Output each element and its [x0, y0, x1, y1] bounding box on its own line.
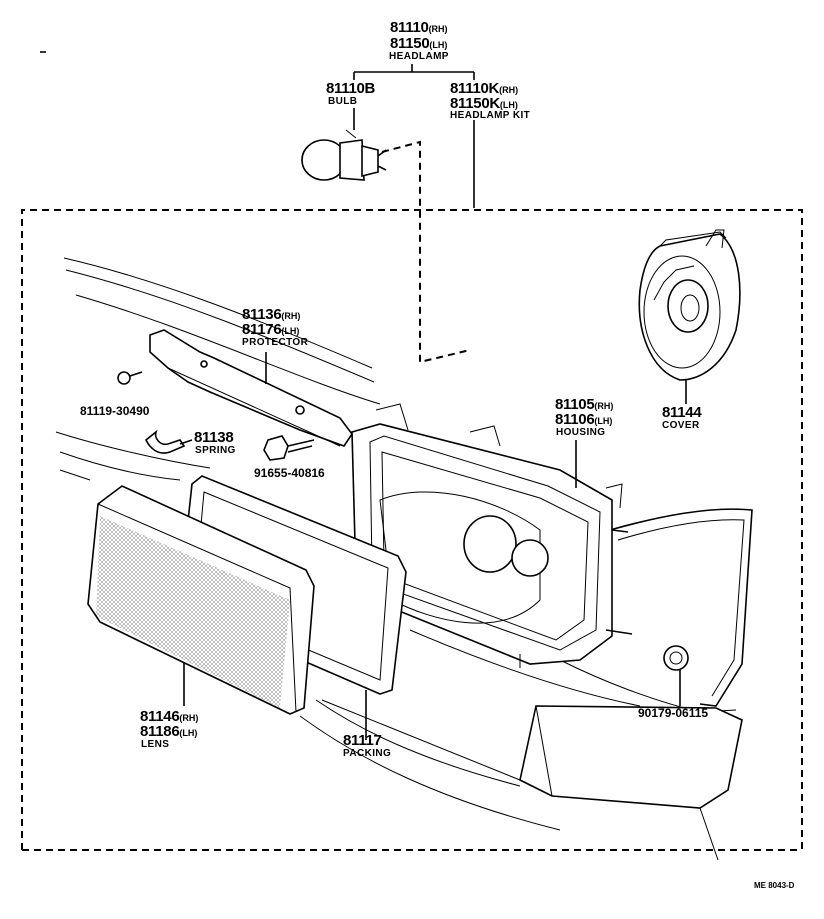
spring-drawing — [144, 429, 193, 454]
bolt-number: 91655-40816 — [254, 466, 325, 480]
packing-name: PACKING — [343, 748, 392, 759]
lens-lh-label: 81186(LH) — [140, 724, 197, 740]
housing-rh-label: 81105(RH) — [555, 397, 613, 413]
packing-number: 81117 — [343, 732, 382, 749]
bolt-drawing — [263, 435, 315, 461]
housing-lh-side: (LH) — [594, 416, 613, 426]
lens-lh-number: 81186 — [140, 723, 180, 740]
protector-lh-side: (LH) — [281, 326, 300, 336]
lens-rh-label: 81146(RH) — [140, 709, 198, 725]
protector-lh-label: 81176(LH) — [242, 322, 299, 338]
protector-rh-label: 81136(RH) — [242, 307, 300, 323]
lens-rh-number: 81146 — [140, 708, 180, 725]
lens-drawing — [87, 485, 315, 715]
housing-rh-number: 81105 — [555, 396, 595, 413]
headlamp-kit-rh-number: 81110K — [450, 80, 500, 97]
cover-name: COVER — [662, 420, 700, 431]
lens-name: LENS — [141, 739, 170, 750]
lens-rh-side: (RH) — [179, 713, 199, 723]
headlamp-rh-number: 81110 — [390, 19, 429, 36]
spring-number: 81138 — [194, 429, 234, 446]
headlamp-kit-lh-side: (LH) — [499, 100, 518, 110]
cover-number: 81144 — [662, 404, 702, 421]
bulb-number: 81110B — [326, 80, 376, 97]
headlamp-rh-label: 81110(RH) — [390, 20, 448, 36]
screw-number: 81119-30490 — [80, 404, 150, 418]
grommet-drawing — [663, 645, 689, 706]
screw-drawing — [117, 371, 143, 385]
headlamp-kit-name: HEADLAMP KIT — [450, 110, 531, 121]
headlamp-kit-rh-side: (RH) — [499, 85, 519, 95]
protector-rh-side: (RH) — [281, 311, 301, 321]
headlamp-kit-boundary — [21, 209, 803, 851]
headlamp-name: HEADLAMP — [389, 51, 449, 62]
protector-lh-number: 81176 — [242, 321, 282, 338]
housing-name: HOUSING — [556, 427, 606, 438]
figure-code: ME 8043-D — [754, 881, 795, 890]
spring-name: SPRING — [195, 445, 236, 456]
headlamp-rh-side: (RH) — [428, 24, 448, 34]
protector-rh-number: 81136 — [242, 306, 282, 323]
protector-drawing — [149, 329, 353, 447]
headlamp-kit-lh-label: 81150K(LH) — [450, 96, 518, 112]
headlamp-kit-rh-label: 81110K(RH) — [450, 81, 518, 97]
housing-lh-label: 81106(LH) — [555, 412, 612, 428]
bulb-drawing — [301, 129, 471, 364]
bulb-name: BULB — [328, 96, 358, 107]
headlamp-lh-number: 81150 — [390, 35, 430, 52]
headlamp-kit-lh-number: 81150K — [450, 95, 500, 112]
cover-drawing — [638, 229, 741, 404]
body-panel-lines — [55, 257, 641, 831]
headlamp-lh-side: (LH) — [429, 40, 448, 50]
headlamp-leaders — [353, 64, 475, 208]
protector-name: PROTECTOR — [242, 337, 309, 348]
housing-rh-side: (RH) — [594, 401, 614, 411]
front-corner-panel — [321, 508, 753, 861]
headlamp-lh-label: 81150(LH) — [390, 36, 447, 52]
grommet-number: 90179-06115 — [638, 706, 709, 720]
lens-lh-side: (LH) — [179, 728, 198, 738]
housing-lh-number: 81106 — [555, 411, 595, 428]
